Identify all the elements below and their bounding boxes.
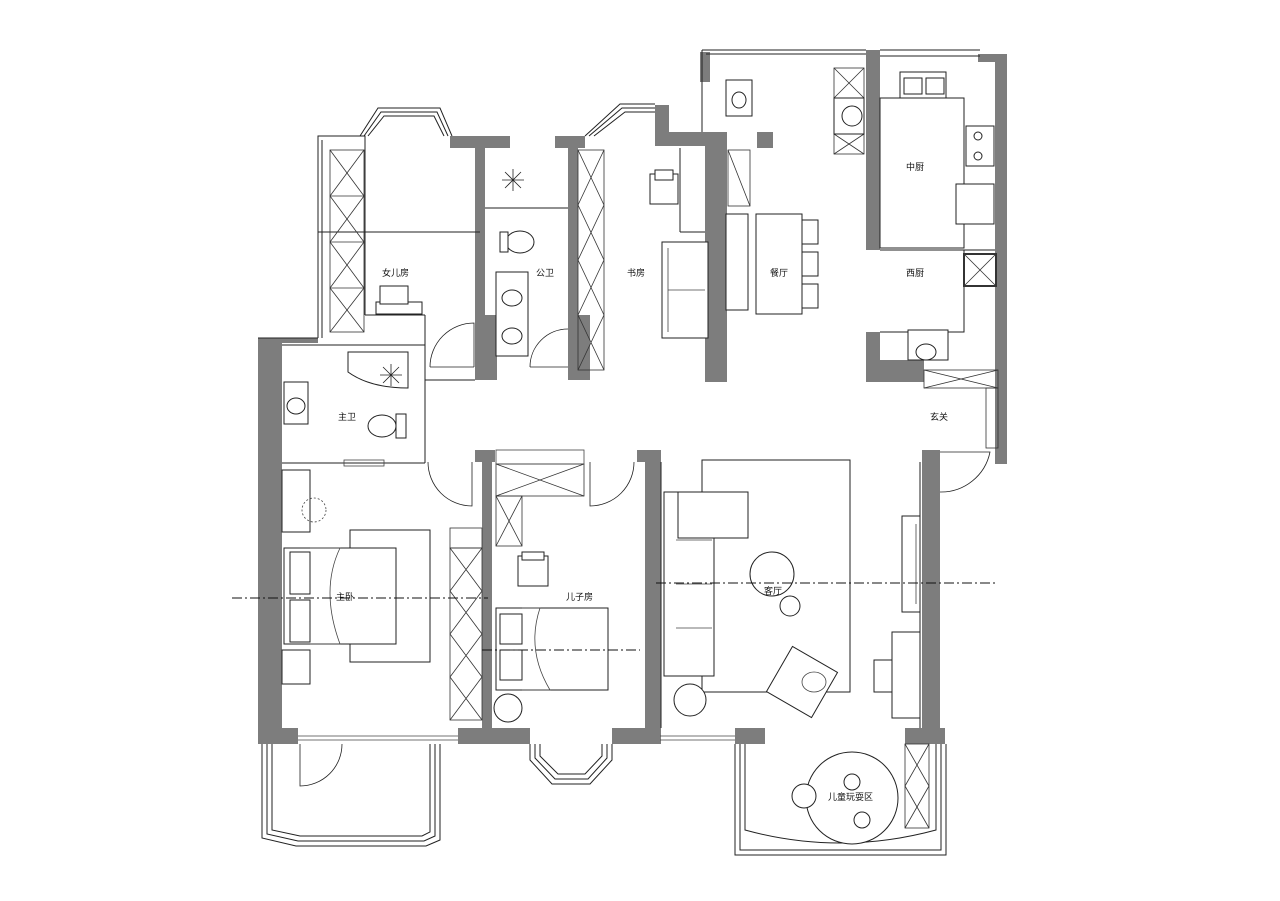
label-master-bath: 主卫 bbox=[338, 411, 356, 422]
label-kids-play: 儿童玩耍区 bbox=[828, 791, 873, 802]
label-western-kitchen: 西厨 bbox=[906, 268, 924, 278]
wardrobes bbox=[329, 67, 997, 829]
master-shower-icon bbox=[380, 364, 402, 386]
label-son-room: 儿子房 bbox=[566, 591, 593, 602]
axis-lines bbox=[232, 582, 996, 651]
label-daughter-room: 女儿房 bbox=[382, 267, 409, 278]
label-living-room: 客厅 bbox=[764, 585, 782, 596]
label-public-bath: 公卫 bbox=[536, 268, 554, 278]
label-master-bedroom: 主卧 bbox=[336, 591, 354, 602]
label-entrance: 玄关 bbox=[930, 411, 948, 422]
doors bbox=[299, 322, 991, 787]
label-chinese-kitchen: 中厨 bbox=[906, 161, 924, 172]
furniture bbox=[281, 71, 995, 845]
label-dining: 餐厅 bbox=[770, 267, 788, 278]
label-study: 书房 bbox=[627, 267, 645, 278]
shower-icon bbox=[502, 169, 524, 191]
walls bbox=[258, 50, 1007, 744]
room-labels: 女儿房 公卫 书房 餐厅 中厨 西厨 主卫 玄关 主卧 儿子房 客厅 儿童玩耍区 bbox=[336, 161, 948, 802]
